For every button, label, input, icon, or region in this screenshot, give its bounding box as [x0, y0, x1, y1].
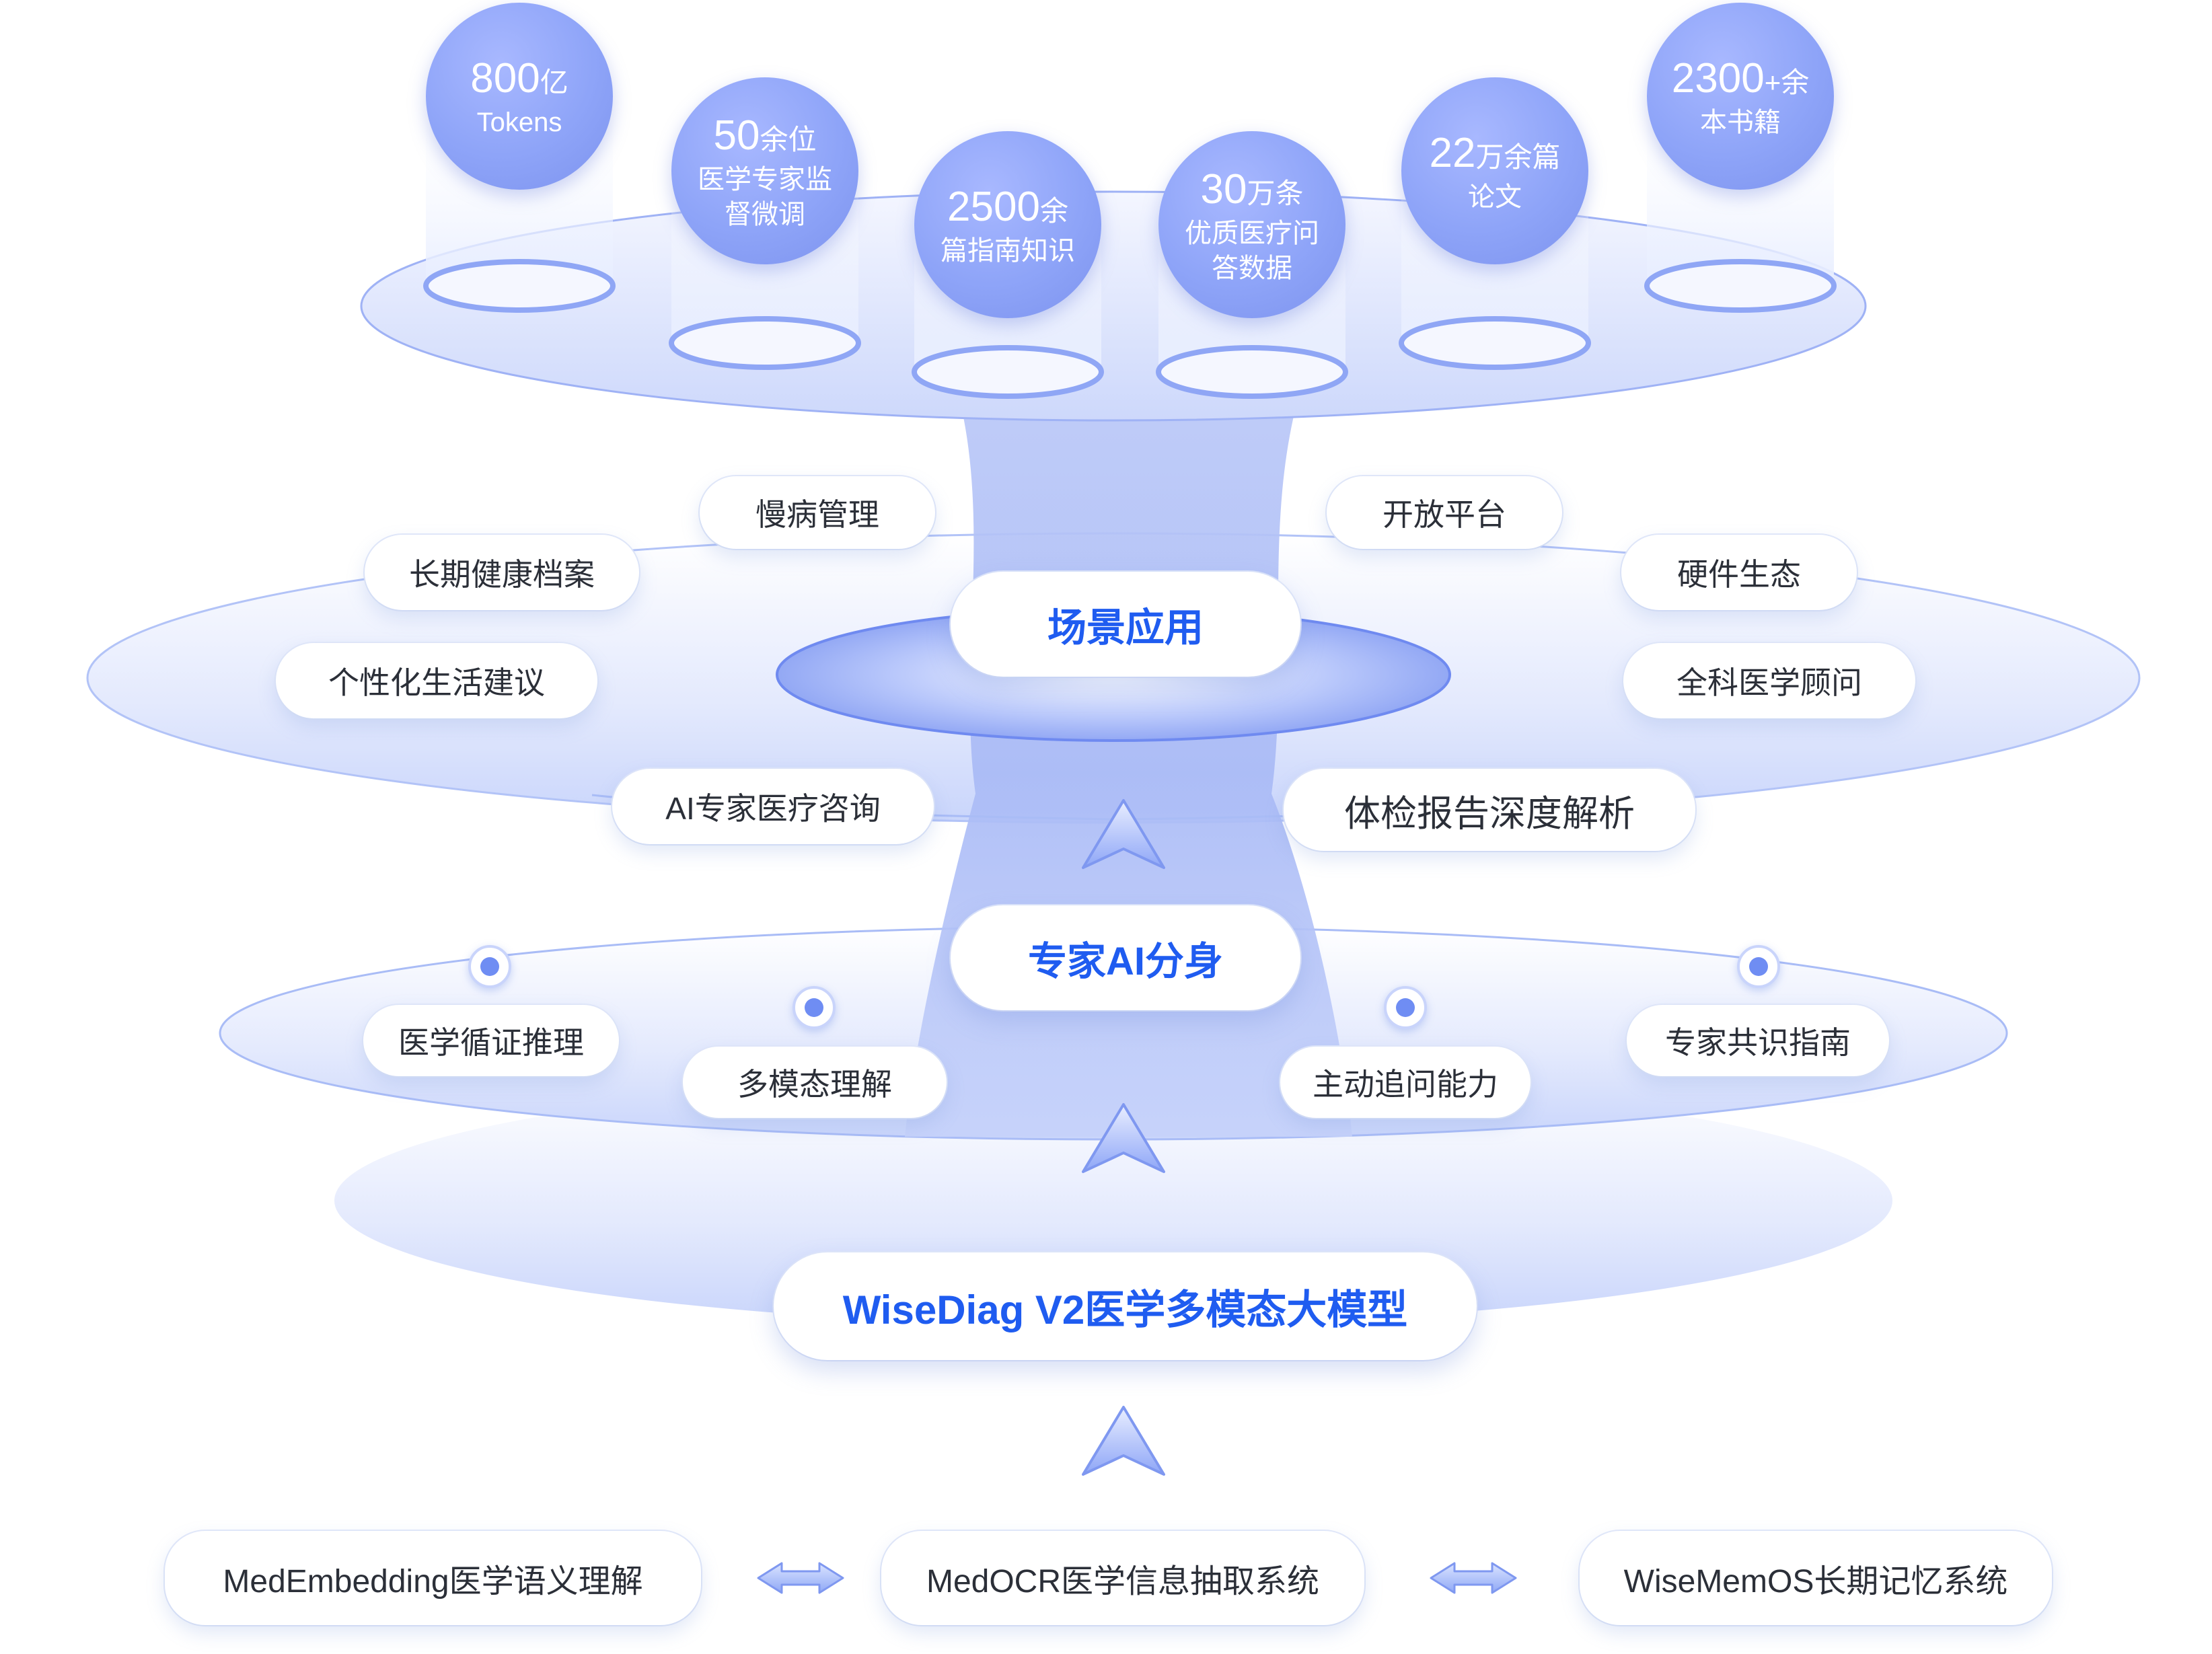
stat-number: 2300 [1671, 54, 1765, 102]
model-layer-disc [334, 1076, 1892, 1325]
stat-number: 2500 [947, 183, 1040, 230]
target-dot-icon [792, 986, 836, 1029]
stat-label: 论文 [1468, 182, 1522, 213]
stat-bubble-experts: 50余位 医学专家监 督微调 [671, 77, 858, 264]
stat-bubble-books: 2300+余 本书籍 [1647, 3, 1834, 190]
stat-unit: 亿 [540, 66, 568, 98]
stat-bubble-papers: 22万余篇 论文 [1401, 77, 1588, 264]
scenario-item-report-analysis: 体检报告深度解析 [1284, 769, 1695, 851]
stat-label: 答数据 [1212, 254, 1292, 284]
expert-item-consensus-guide: 专家共识指南 [1627, 1005, 1889, 1076]
stat-number: 800 [470, 54, 540, 102]
scenario-item-chronic-disease: 慢病管理 [700, 476, 935, 549]
target-dot-icon [1384, 986, 1427, 1029]
stat-unit: 万条 [1247, 177, 1304, 209]
model-hub-label: WiseDiag V2医学多模态大模型 [774, 1252, 1477, 1360]
stat-label: 督微调 [725, 200, 805, 230]
scenario-hub-label: 场景应用 [951, 572, 1300, 677]
stat-bubble-tokens: 800亿 Tokens [426, 3, 613, 190]
expert-item-evidence-reasoning: 医学循证推理 [363, 1005, 619, 1076]
bidirectional-arrow-icon [1430, 1562, 1517, 1594]
stat-label: Tokens [476, 108, 562, 138]
stat-bubble-guidelines: 2500余 篇指南知识 [914, 131, 1101, 318]
foundation-wise-memos: WiseMemOS长期记忆系统 [1580, 1531, 2052, 1625]
stat-label: 医学专家监 [698, 165, 832, 195]
foundation-med-embedding: MedEmbedding医学语义理解 [165, 1531, 701, 1625]
stat-label: 本书籍 [1700, 108, 1781, 138]
scenario-item-health-record: 长期健康档案 [365, 535, 639, 610]
stat-unit: 余 [1039, 194, 1068, 227]
stat-bubble-qa-data: 30万条 优质医疗问 答数据 [1158, 131, 1345, 318]
stat-number: 30 [1200, 165, 1247, 213]
scenario-item-hardware-ecosystem: 硬件生态 [1621, 535, 1857, 610]
scenario-item-ai-consultation: AI专家医疗咨询 [612, 769, 934, 844]
stat-unit: 万余篇 [1475, 141, 1561, 173]
scenario-item-open-platform: 开放平台 [1327, 476, 1562, 549]
bidirectional-arrow-icon [757, 1562, 844, 1594]
target-dot-icon [468, 945, 511, 988]
expert-hub-label: 专家AI分身 [951, 905, 1300, 1010]
target-dot-icon [1737, 945, 1780, 988]
up-arrow-icon [1082, 799, 1165, 869]
expert-item-multimodal: 多模态理解 [683, 1047, 947, 1118]
stat-label: 篇指南知识 [941, 236, 1075, 266]
stat-number: 22 [1429, 129, 1476, 176]
stat-unit: 余位 [760, 123, 817, 155]
stat-number: 50 [713, 112, 760, 159]
up-arrow-icon [1082, 1406, 1165, 1476]
expert-item-active-inquiry: 主动追问能力 [1280, 1047, 1531, 1118]
scenario-item-lifestyle-advice: 个性化生活建议 [276, 643, 597, 718]
stat-unit: +余 [1764, 66, 1810, 98]
foundation-med-ocr: MedOCR医学信息抽取系统 [881, 1531, 1364, 1625]
stat-label: 优质医疗问 [1185, 219, 1319, 249]
up-arrow-icon [1082, 1103, 1165, 1173]
scenario-item-general-advisor: 全科医学顾问 [1623, 643, 1915, 718]
